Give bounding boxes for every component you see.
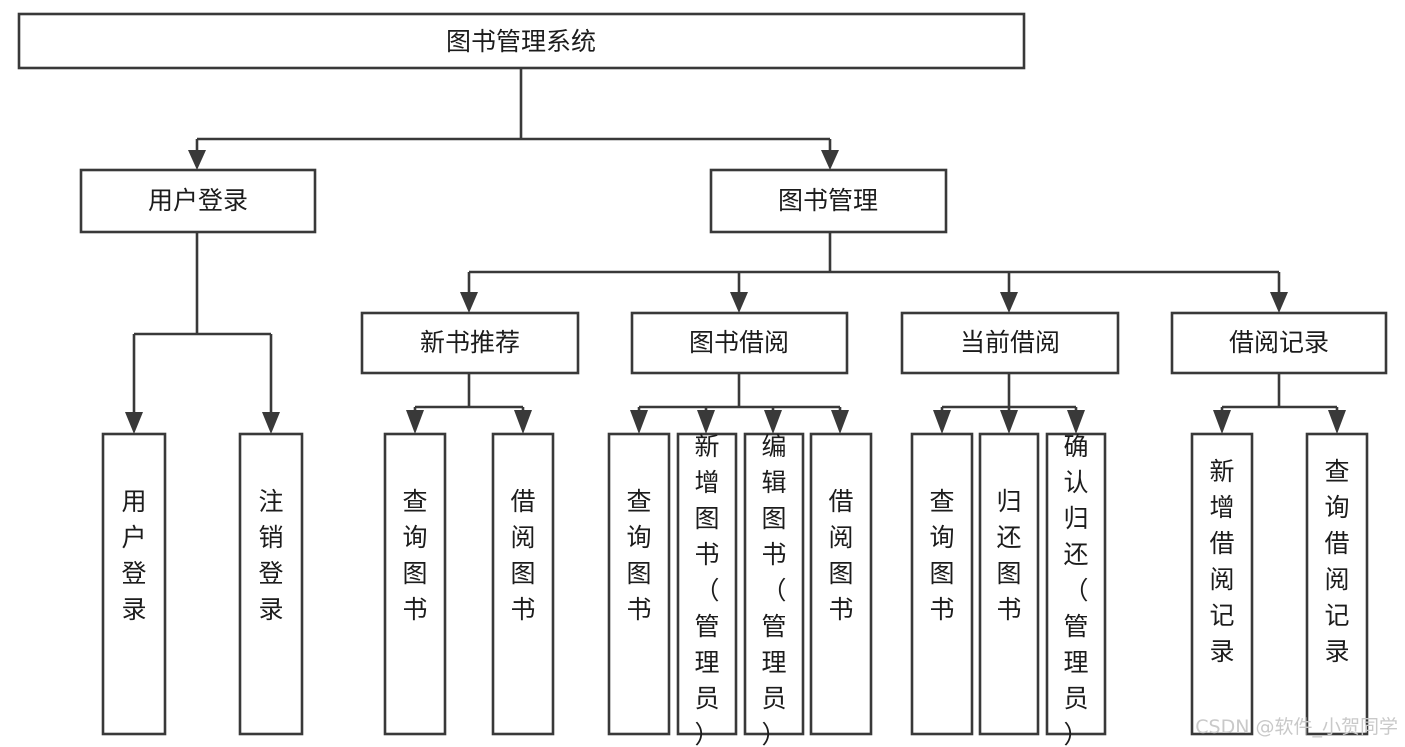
- node-book-borrow[interactable]: 图书借阅: [630, 311, 849, 375]
- arrow-book-borrow: [730, 292, 748, 313]
- arrow-user-login: [188, 150, 206, 170]
- node-leaf-confirm-return-label: 确认归还（管理员）: [1063, 432, 1088, 747]
- node-leaf-query-record[interactable]: 查询借阅记录: [1305, 432, 1369, 736]
- node-leaf-edit-book-label: 编辑图书（管理员）: [761, 432, 786, 747]
- node-leaf-add-record-label: 新增借阅记录: [1209, 457, 1234, 666]
- node-root-label: 图书管理系统: [446, 27, 596, 56]
- node-leaf-query-book-1-label: 查询图书: [402, 487, 427, 624]
- node-borrow-record-label: 借阅记录: [1229, 328, 1329, 357]
- arrow-leaf-query-book-2: [630, 410, 648, 434]
- node-leaf-query-book-2[interactable]: 查询图书: [607, 432, 671, 736]
- connector-layer: [125, 68, 1346, 434]
- arrow-leaf-confirm-return: [1067, 410, 1085, 434]
- node-leaf-query-book-2-label: 查询图书: [626, 487, 651, 624]
- leaf-layer: 用户登录 注销登录 查询图书 借阅图书 查询图书 新增图书（管理员）: [101, 432, 1369, 747]
- node-leaf-query-book-3-box[interactable]: [910, 432, 974, 736]
- node-leaf-user-login[interactable]: 用户登录: [101, 432, 167, 736]
- node-leaf-query-book-2-box[interactable]: [607, 432, 671, 736]
- node-book-manage[interactable]: 图书管理: [709, 168, 948, 234]
- node-leaf-borrow-book-1[interactable]: 借阅图书: [491, 432, 555, 736]
- node-leaf-query-book-3-label: 查询图书: [929, 487, 954, 624]
- arrow-leaf-return-book: [1000, 410, 1018, 434]
- node-root[interactable]: 图书管理系统: [17, 12, 1026, 70]
- node-current-borrow-label: 当前借阅: [960, 328, 1060, 357]
- node-user-login-box[interactable]: [79, 168, 317, 234]
- arrow-book-manage: [821, 150, 839, 170]
- node-leaf-borrow-book-1-box[interactable]: [491, 432, 555, 736]
- node-leaf-add-book-box[interactable]: [676, 432, 738, 736]
- node-leaf-add-book[interactable]: 新增图书（管理员）: [676, 432, 738, 747]
- arrow-leaf-borrow-book-2: [831, 410, 849, 434]
- node-book-manage-label: 图书管理: [778, 186, 878, 215]
- node-leaf-borrow-book-1-label: 借阅图书: [510, 487, 535, 624]
- node-user-login[interactable]: 用户登录: [79, 168, 317, 234]
- arrow-leaf-edit-book: [764, 410, 782, 434]
- node-new-book-rec-label: 新书推荐: [420, 328, 520, 357]
- arrow-leaf-query-book-1: [406, 410, 424, 434]
- node-book-borrow-box[interactable]: [630, 311, 849, 375]
- arrow-current-borrow: [1000, 292, 1018, 313]
- node-leaf-return-book[interactable]: 归还图书: [978, 432, 1040, 736]
- node-leaf-query-book-3[interactable]: 查询图书: [910, 432, 974, 736]
- node-leaf-borrow-book-2-label: 借阅图书: [828, 487, 853, 624]
- node-leaf-confirm-return[interactable]: 确认归还（管理员）: [1045, 432, 1107, 747]
- arrow-new-book-rec: [460, 292, 478, 313]
- node-current-borrow-box[interactable]: [900, 311, 1120, 375]
- arrow-leaf-add-book: [697, 410, 715, 434]
- node-leaf-borrow-book-2[interactable]: 借阅图书: [809, 432, 873, 736]
- node-new-book-rec-box[interactable]: [360, 311, 580, 375]
- node-leaf-return-book-box[interactable]: [978, 432, 1040, 736]
- node-leaf-borrow-book-2-box[interactable]: [809, 432, 873, 736]
- node-leaf-user-login-box[interactable]: [101, 432, 167, 736]
- node-leaf-query-book-1[interactable]: 查询图书: [383, 432, 447, 736]
- arrow-leaf-borrow-book-1: [514, 410, 532, 434]
- arrow-leaf-user-login: [125, 412, 143, 434]
- node-leaf-confirm-return-box[interactable]: [1045, 432, 1107, 736]
- node-leaf-query-book-1-box[interactable]: [383, 432, 447, 736]
- csdn-watermark: CSDN @软件_小贺同学: [1195, 716, 1398, 738]
- node-root-box[interactable]: [17, 12, 1026, 70]
- node-leaf-add-book-label: 新增图书（管理员）: [694, 432, 719, 747]
- node-user-login-label: 用户登录: [148, 186, 248, 215]
- node-borrow-record-box[interactable]: [1170, 311, 1388, 375]
- node-leaf-return-book-label: 归还图书: [996, 487, 1021, 624]
- node-current-borrow[interactable]: 当前借阅: [900, 311, 1120, 375]
- arrow-leaf-add-record: [1213, 410, 1231, 434]
- node-leaf-user-login-label: 用户登录: [121, 487, 146, 624]
- arrow-leaf-logout: [262, 412, 280, 434]
- node-book-manage-box[interactable]: [709, 168, 948, 234]
- node-book-borrow-label: 图书借阅: [689, 328, 789, 357]
- arrow-leaf-query-book-3: [933, 410, 951, 434]
- node-leaf-query-record-label: 查询借阅记录: [1324, 457, 1349, 666]
- node-leaf-edit-book[interactable]: 编辑图书（管理员）: [743, 432, 805, 747]
- node-leaf-logout[interactable]: 注销登录: [238, 432, 304, 736]
- node-leaf-add-record[interactable]: 新增借阅记录: [1190, 432, 1254, 736]
- node-borrow-record[interactable]: 借阅记录: [1170, 311, 1388, 375]
- node-leaf-edit-book-box[interactable]: [743, 432, 805, 736]
- arrow-borrow-record: [1270, 292, 1288, 313]
- node-new-book-rec[interactable]: 新书推荐: [360, 311, 580, 375]
- node-leaf-logout-label: 注销登录: [258, 487, 283, 624]
- arrow-leaf-query-record: [1328, 410, 1346, 434]
- node-leaf-logout-box[interactable]: [238, 432, 304, 736]
- node-leaf-add-record-box[interactable]: [1190, 432, 1254, 736]
- node-leaf-query-record-box[interactable]: [1305, 432, 1369, 736]
